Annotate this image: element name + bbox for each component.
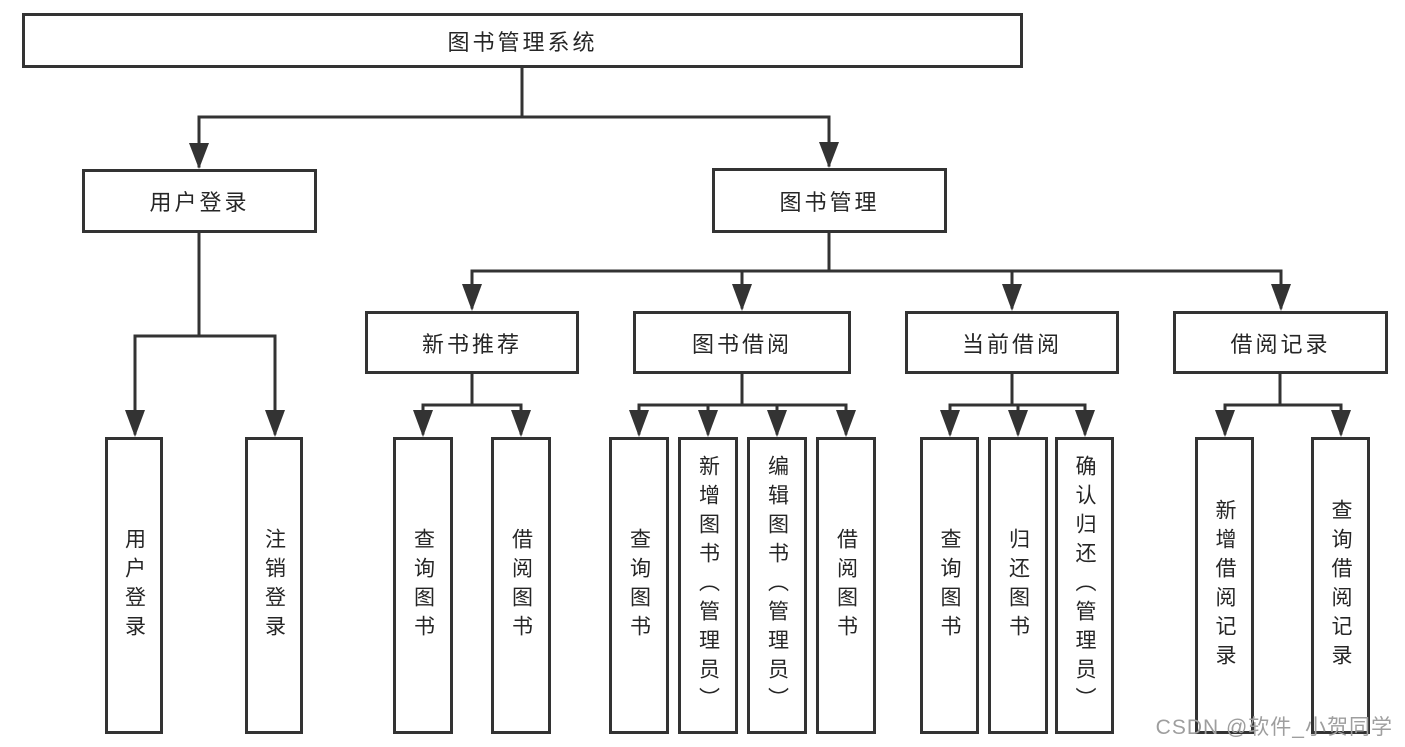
node-book-management: 图书管理 [712, 168, 947, 233]
leaf-label: 编辑图书（管理员） [765, 455, 789, 716]
leaf-query-books-borrow: 查询图书 [609, 437, 669, 734]
leaf-return-books: 归还图书 [988, 437, 1048, 734]
connector-root-to-level2 [189, 66, 839, 169]
leaf-label: 借阅图书 [509, 527, 533, 644]
connector-borrow-record-to-leaves [1215, 372, 1351, 437]
watermark: CSDN @软件_小贺同学 [1155, 716, 1393, 739]
node-label: 借阅记录 [1230, 331, 1331, 357]
node-label: 图书管理 [779, 189, 880, 215]
leaf-query-borrow-record: 查询借阅记录 [1311, 437, 1370, 734]
leaf-add-books-admin: 新增图书（管理员） [678, 437, 738, 734]
connector-book-borrow-to-leaves [629, 372, 856, 437]
leaf-label: 新增图书（管理员） [696, 455, 720, 716]
node-label: 图书借阅 [691, 331, 792, 357]
connector-user-login-to-leaves [125, 231, 285, 437]
node-book-borrowing: 图书借阅 [633, 311, 851, 374]
connector-new-book-to-leaves [413, 372, 531, 437]
node-label: 新书推荐 [421, 331, 522, 357]
node-label: 用户登录 [149, 190, 250, 215]
leaf-label: 注销登录 [262, 527, 286, 644]
node-user-login: 用户登录 [82, 169, 317, 233]
leaf-label: 用户登录 [122, 527, 146, 644]
connector-book-management-to-level3 [462, 231, 1291, 311]
leaf-edit-books-admin: 编辑图书（管理员） [747, 437, 807, 734]
leaf-query-books-recommend: 查询图书 [393, 437, 453, 734]
leaf-label: 归还图书 [1006, 527, 1030, 644]
leaf-label: 新增借阅记录 [1213, 498, 1236, 673]
leaf-logout: 注销登录 [245, 437, 303, 734]
leaf-label: 查询借阅记录 [1329, 498, 1352, 673]
leaf-query-books-current: 查询图书 [920, 437, 979, 734]
node-label: 图书管理系统 [447, 29, 598, 55]
node-new-book-recommend: 新书推荐 [365, 311, 579, 374]
node-label: 当前借阅 [961, 331, 1062, 357]
leaf-borrow-books-recommend: 借阅图书 [491, 437, 551, 734]
leaf-user-login: 用户登录 [105, 437, 163, 734]
leaf-label: 确认归还（管理员） [1073, 455, 1096, 716]
leaf-label: 查询图书 [627, 527, 651, 644]
leaf-confirm-return-admin: 确认归还（管理员） [1055, 437, 1114, 734]
node-current-borrowing: 当前借阅 [905, 311, 1119, 374]
leaf-label: 查询图书 [411, 527, 435, 644]
leaf-add-borrow-record: 新增借阅记录 [1195, 437, 1254, 734]
leaf-borrow-books: 借阅图书 [816, 437, 876, 734]
node-borrowing-records: 借阅记录 [1173, 311, 1388, 374]
connector-current-borrow-to-leaves [940, 372, 1095, 437]
leaf-label: 借阅图书 [834, 527, 858, 644]
node-library-management-system: 图书管理系统 [22, 13, 1023, 68]
leaf-label: 查询图书 [938, 527, 961, 644]
